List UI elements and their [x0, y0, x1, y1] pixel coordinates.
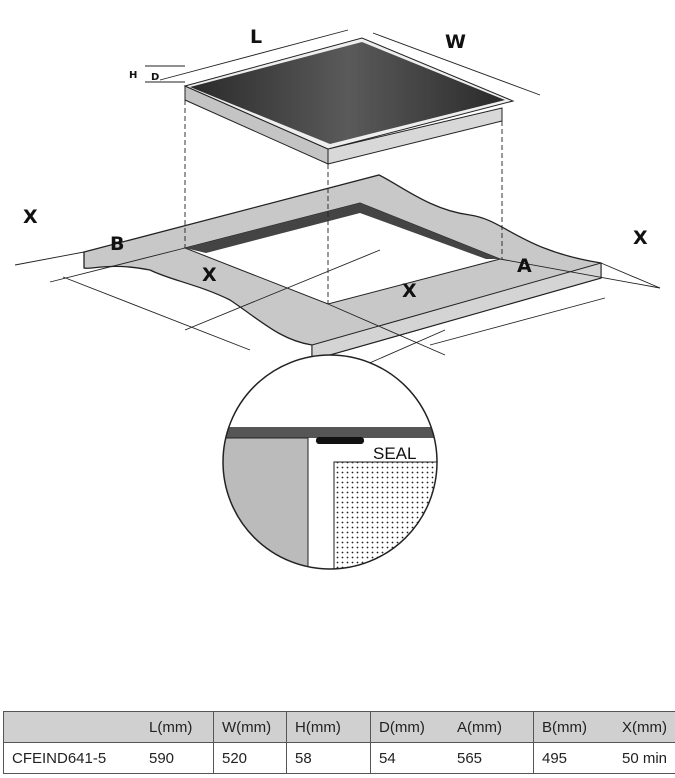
dimension-lines — [14, 29, 661, 366]
table-row: CFEIND641-5 590 520 58 54 565 495 50 min — [3, 742, 675, 774]
header-cell: D(mm) — [370, 711, 449, 743]
header-cell: X(mm) — [614, 711, 675, 743]
label-x: X — [202, 264, 217, 286]
header-cell — [3, 711, 141, 743]
header-cell: L(mm) — [141, 711, 214, 743]
hob — [183, 37, 515, 165]
table-cell: 495 — [533, 742, 614, 774]
header-cell: B(mm) — [533, 711, 614, 743]
label-l: L — [250, 26, 262, 48]
seal-detail: SEAL — [222, 354, 438, 570]
countertop — [83, 174, 602, 361]
header-cell: A(mm) — [449, 711, 534, 743]
label-w: W — [445, 31, 466, 53]
installation-diagram: L W H D X B X X A X SEAL — [14, 26, 661, 570]
header-cell: H(mm) — [286, 711, 371, 743]
label-a: A — [517, 255, 532, 277]
table-cell: 565 — [449, 742, 534, 774]
label-d: D — [151, 72, 159, 83]
table-cell: 54 — [370, 742, 449, 774]
seal-label: SEAL — [373, 444, 416, 463]
table-cell: 590 — [141, 742, 214, 774]
dimension-labels: L W H D X B X X A X — [23, 26, 648, 302]
header-cell: W(mm) — [213, 711, 287, 743]
table-cell: 520 — [213, 742, 287, 774]
label-h: H — [129, 70, 137, 81]
label-x: X — [633, 227, 648, 249]
table-header-row: L(mm) W(mm) H(mm) D(mm) A(mm) B(mm) X(mm… — [3, 711, 675, 743]
label-b: B — [110, 233, 124, 255]
dimensions-table: L(mm) W(mm) H(mm) D(mm) A(mm) B(mm) X(mm… — [3, 711, 675, 774]
table-cell: 58 — [286, 742, 371, 774]
label-x: X — [23, 206, 38, 228]
table-cell: 50 min — [614, 742, 675, 774]
model-cell: CFEIND641-5 — [3, 742, 141, 774]
label-x: X — [402, 280, 417, 302]
